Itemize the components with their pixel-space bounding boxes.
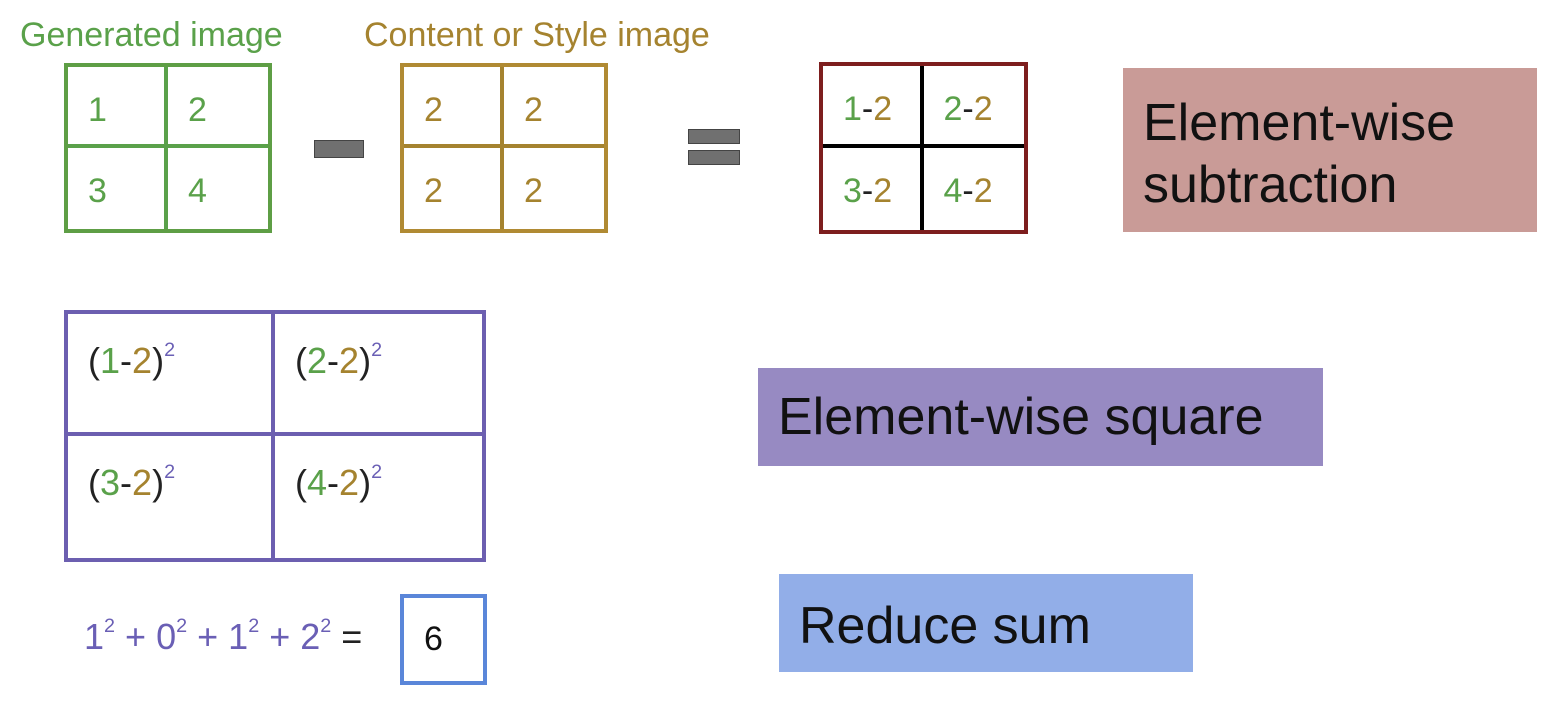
close-paren: ) — [359, 462, 372, 503]
square-b: 2 — [339, 340, 360, 381]
sum-term-base: 0 — [156, 616, 177, 657]
square-op: - — [120, 340, 133, 381]
plus-sign: + — [187, 616, 229, 657]
difference-a: 1 — [843, 90, 862, 128]
plus-sign: + — [115, 616, 157, 657]
generated-image-title: Generated image — [20, 16, 283, 54]
exponent: 2 — [164, 339, 176, 362]
open-paren: ( — [88, 462, 100, 503]
subtraction-label-line2: subtraction — [1143, 156, 1398, 214]
plus-sign: + — [259, 616, 301, 657]
square-op: - — [327, 462, 340, 503]
generated-cell: 3 — [68, 148, 168, 229]
close-paren: ) — [359, 340, 372, 381]
reduce-sum-label: Reduce sum — [779, 574, 1193, 672]
difference-b: 2 — [873, 172, 893, 210]
exponent: 2 — [164, 461, 176, 484]
square-matrix: (1-2)2 (2-2)2 (3-2)2 (4-2)2 — [64, 310, 486, 562]
content-style-image-title: Content or Style image — [364, 16, 710, 54]
square-a: 2 — [307, 340, 328, 381]
exponent: 2 — [371, 461, 383, 484]
difference-op: - — [962, 172, 974, 210]
difference-a: 2 — [943, 90, 963, 128]
sum-term-exp: 2 — [248, 615, 260, 638]
open-paren: ( — [88, 340, 100, 381]
square-a: 1 — [100, 340, 121, 381]
difference-a: 3 — [843, 172, 862, 210]
difference-b: 2 — [973, 172, 993, 210]
element-wise-subtraction-label: Element-wise subtraction — [1123, 68, 1537, 232]
minus-sign-icon — [314, 140, 364, 158]
difference-cell: 3-2 — [823, 148, 924, 230]
generated-cell: 1 — [68, 67, 168, 148]
difference-b: 2 — [873, 90, 893, 128]
exponent: 2 — [371, 339, 383, 362]
equals-sign-icon — [688, 129, 740, 144]
subtraction-label-line1: Element-wise — [1143, 94, 1456, 152]
square-op: - — [327, 340, 340, 381]
generated-image-matrix: 1 2 3 4 — [64, 63, 272, 233]
generated-cell: 4 — [188, 172, 207, 210]
square-b: 2 — [132, 340, 153, 381]
difference-cell: 4-2 — [924, 148, 1025, 230]
content-cell: 2 — [524, 172, 543, 210]
square-op: - — [120, 462, 133, 503]
difference-b: 2 — [973, 90, 993, 128]
equals-sign-icon — [688, 150, 740, 165]
sum-term-base: 1 — [228, 616, 249, 657]
sum-term-base: 1 — [84, 616, 105, 657]
sum-equation: 12 + 02 + 12 + 22 = — [84, 616, 362, 658]
close-paren: ) — [152, 462, 165, 503]
sum-term-exp: 2 — [104, 615, 116, 638]
square-cell: (2-2)2 — [275, 314, 482, 436]
difference-op: - — [962, 90, 974, 128]
sum-result-box: 6 — [400, 594, 487, 685]
content-cell: 2 — [404, 67, 504, 148]
content-cell: 2 — [404, 148, 504, 229]
square-cell: (3-2)2 — [68, 436, 275, 558]
square-cell: (4-2)2 — [275, 436, 482, 558]
close-paren: ) — [152, 340, 165, 381]
square-b: 2 — [339, 462, 360, 503]
content-cell: 2 — [504, 67, 604, 148]
square-a: 3 — [100, 462, 121, 503]
difference-cell: 1-2 — [823, 66, 924, 148]
sum-term-exp: 2 — [320, 615, 332, 638]
equals-sign: = — [331, 616, 363, 657]
content-style-matrix: 2 2 2 2 — [400, 63, 608, 233]
element-wise-square-label: Element-wise square — [758, 368, 1323, 466]
sum-term-exp: 2 — [176, 615, 188, 638]
square-b: 2 — [132, 462, 153, 503]
square-a: 4 — [307, 462, 328, 503]
difference-op: - — [861, 172, 874, 210]
difference-op: - — [861, 90, 874, 128]
generated-cell: 2 — [168, 67, 268, 148]
square-cell: (1-2)2 — [68, 314, 275, 436]
difference-a: 4 — [943, 172, 963, 210]
difference-matrix: 1-2 2-2 3-2 4-2 — [819, 62, 1028, 234]
sum-term-base: 2 — [300, 616, 321, 657]
difference-cell: 2-2 — [923, 66, 1024, 148]
open-paren: ( — [295, 340, 307, 381]
open-paren: ( — [295, 462, 307, 503]
